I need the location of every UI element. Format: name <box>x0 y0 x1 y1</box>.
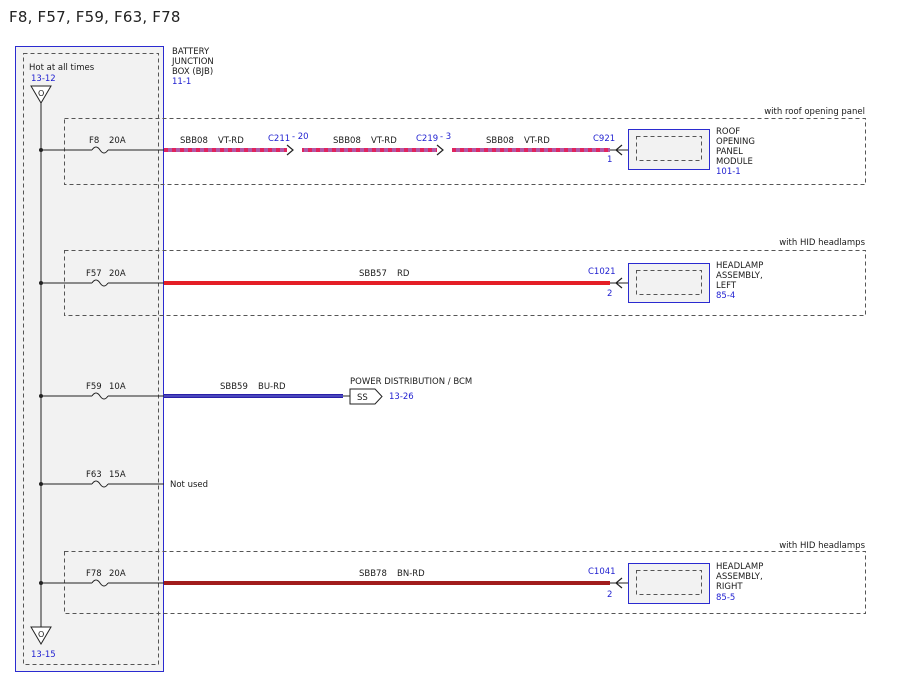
option-label-hid-left: with HID headlamps <box>779 238 865 248</box>
bjb-inner-box <box>23 53 159 665</box>
module-roof-panel-line4: MODULE <box>716 157 753 167</box>
wire-sbb57-color: RD <box>397 269 410 279</box>
bjb-ref: 11-1 <box>172 77 191 87</box>
connector-c1021: C1021 <box>588 267 616 277</box>
module-headlamp-left-line3: LEFT <box>716 281 737 291</box>
bjb-name-line1: BATTERY <box>172 47 210 57</box>
module-headlamp-right-line2: ASSEMBLY, <box>716 572 763 582</box>
connector-c1041-pin: 2 <box>607 590 612 600</box>
fuse-f8-rating: 20A <box>109 136 126 146</box>
connector-c211: C211 <box>268 134 290 144</box>
wire-f8-seg3-circuit: SBB08 <box>486 136 514 146</box>
fuse-f63-rating: 15A <box>109 470 126 480</box>
connector-c1021-pin: 2 <box>607 289 612 299</box>
wire-sbb59-circuit: SBB59 <box>220 382 248 392</box>
fuse-f78-rating: 20A <box>109 569 126 579</box>
connector-c219: C219 <box>416 134 438 144</box>
fuse-f57-label: F57 <box>86 269 102 279</box>
fuse-f57-icon <box>91 279 109 287</box>
wire-sbb08-seg2 <box>302 148 437 152</box>
connector-c211-pin: - 20 <box>292 132 309 142</box>
splice-ss-icon: SS <box>349 388 383 405</box>
bjb-name-line3: BOX (BJB) <box>172 67 213 77</box>
wire-sbb78-circuit: SBB78 <box>359 569 387 579</box>
splice-ss-ref: 13-26 <box>389 392 414 402</box>
module-headlamp-left-ref: 85-4 <box>716 291 735 301</box>
fuse-f63-label: F63 <box>86 470 102 480</box>
wire-f8-seg1-color: VT-RD <box>218 136 244 146</box>
wire-f8-seg2-color: VT-RD <box>371 136 397 146</box>
bjb-bottom-ref: 13-15 <box>31 650 56 660</box>
wire-sbb57 <box>164 281 610 285</box>
wire-f8-seg1-circuit: SBB08 <box>180 136 208 146</box>
wire-sbb78 <box>164 581 610 585</box>
bjb-name-line2: JUNCTION <box>171 57 214 67</box>
module-roof-panel-box <box>628 129 710 170</box>
connector-c1041: C1041 <box>588 567 616 577</box>
module-roof-panel-line2: OPENING <box>716 137 755 147</box>
module-headlamp-right-ref: 85-5 <box>716 593 735 603</box>
page-title: F8, F57, F59, F63, F78 <box>9 8 181 26</box>
module-headlamp-right-line3: RIGHT <box>716 582 743 592</box>
hot-at-all-times-label: Hot at all times <box>29 63 95 73</box>
fuse-f57-rating: 20A <box>109 269 126 279</box>
bjb-top-ref: 13-12 <box>31 74 56 84</box>
connector-c921: C921 <box>593 134 615 144</box>
fuse-f78-icon <box>91 579 109 587</box>
wire-f8-seg3-color: VT-RD <box>524 136 550 146</box>
option-box-hid-left <box>64 250 866 316</box>
module-roof-panel-line1: ROOF <box>716 127 740 137</box>
svg-text:O: O <box>38 89 44 98</box>
fuse-f59-label: F59 <box>86 382 102 392</box>
option-label-hid-right: with HID headlamps <box>779 541 865 551</box>
wire-sbb57-circuit: SBB57 <box>359 269 387 279</box>
module-headlamp-right-line1: HEADLAMP <box>716 562 763 572</box>
wire-sbb08-seg1 <box>164 148 287 152</box>
connector-c219-pin: - 3 <box>440 132 451 142</box>
fuse-f78-label: F78 <box>86 569 102 579</box>
module-headlamp-left-box <box>628 263 710 303</box>
fuse-f63-icon <box>91 480 109 488</box>
module-headlamp-left-line2: ASSEMBLY, <box>716 271 763 281</box>
wire-sbb59-color: BU-RD <box>258 382 286 392</box>
module-roof-panel-ref: 101-1 <box>716 167 741 177</box>
option-box-roof-panel <box>64 118 866 185</box>
fuse-f8-label: F8 <box>89 136 99 146</box>
fuse-f59-icon <box>91 392 109 400</box>
svg-text:O: O <box>38 630 44 639</box>
svg-text:SS: SS <box>357 393 368 403</box>
module-headlamp-left-line1: HEADLAMP <box>716 261 763 271</box>
fuse-f8-icon <box>91 146 109 154</box>
fuse-f59-rating: 10A <box>109 382 126 392</box>
top-terminal-icon: O <box>30 85 52 104</box>
destination-power-distribution: POWER DISTRIBUTION / BCM <box>350 377 472 387</box>
module-headlamp-right-box <box>628 563 710 604</box>
f63-not-used-note: Not used <box>170 480 208 490</box>
wire-sbb08-seg3 <box>452 148 610 152</box>
connector-c921-pin: 1 <box>607 155 612 165</box>
option-label-roof-panel: with roof opening panel <box>764 107 865 117</box>
wire-sbb78-color: BN-RD <box>397 569 425 579</box>
wire-f8-seg2-circuit: SBB08 <box>333 136 361 146</box>
module-roof-panel-line3: PANEL <box>716 147 743 157</box>
